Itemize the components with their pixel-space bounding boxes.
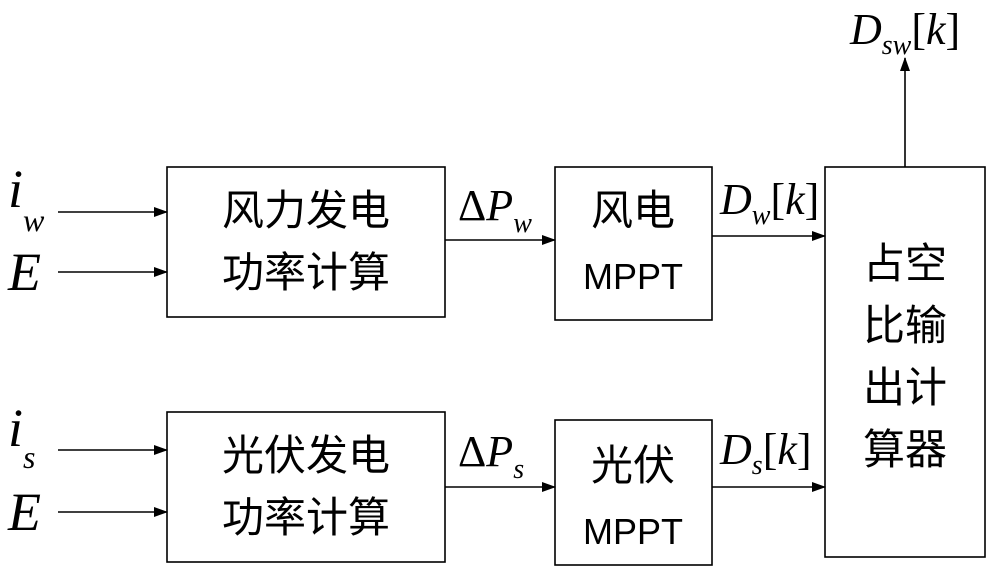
signal-label-e-bottom: E	[7, 482, 41, 542]
signal-label-delta-ps: ΔPs	[458, 427, 524, 485]
wind-mppt-block: 风电 MPPT	[554, 166, 713, 321]
signal-label-ds: Ds[k]	[719, 425, 812, 481]
pv-power-calc-block: 光伏发电 功率计算	[166, 411, 446, 563]
signal-label-dw: Dw[k]	[719, 175, 819, 231]
signal-label-delta-pw: ΔPw	[458, 181, 532, 239]
wind-power-calc-block: 风力发电 功率计算	[166, 166, 446, 318]
wind-mppt-label-line1: 风电	[591, 186, 675, 235]
wind-power-calc-label-line1: 风力发电	[222, 186, 390, 235]
pv-mppt-block: 光伏 MPPT	[554, 419, 713, 566]
duty-cycle-calc-label-line4: 算器	[863, 425, 947, 474]
signal-label-dsw: Dsw[k]	[849, 5, 960, 61]
duty-cycle-calc-label-line2: 比输	[863, 301, 947, 350]
pv-power-calc-label-line2: 功率计算	[222, 493, 390, 542]
duty-cycle-calc-label-line3: 出计	[863, 363, 947, 412]
wind-mppt-label-line2: MPPT	[583, 256, 683, 297]
wind-power-calc-label-line2: 功率计算	[222, 248, 390, 297]
signal-label-is: is	[8, 398, 35, 475]
pv-power-calc-label-line1: 光伏发电	[222, 431, 390, 480]
duty-cycle-calc-label-line1: 占空	[863, 239, 947, 288]
signal-label-e-top: E	[7, 242, 41, 302]
duty-cycle-calc-block: 占空 比输 出计 算器	[824, 166, 986, 558]
pv-mppt-label-line2: MPPT	[583, 511, 683, 552]
signal-label-iw: iw	[8, 159, 45, 238]
pv-mppt-label-line1: 光伏	[591, 441, 675, 490]
